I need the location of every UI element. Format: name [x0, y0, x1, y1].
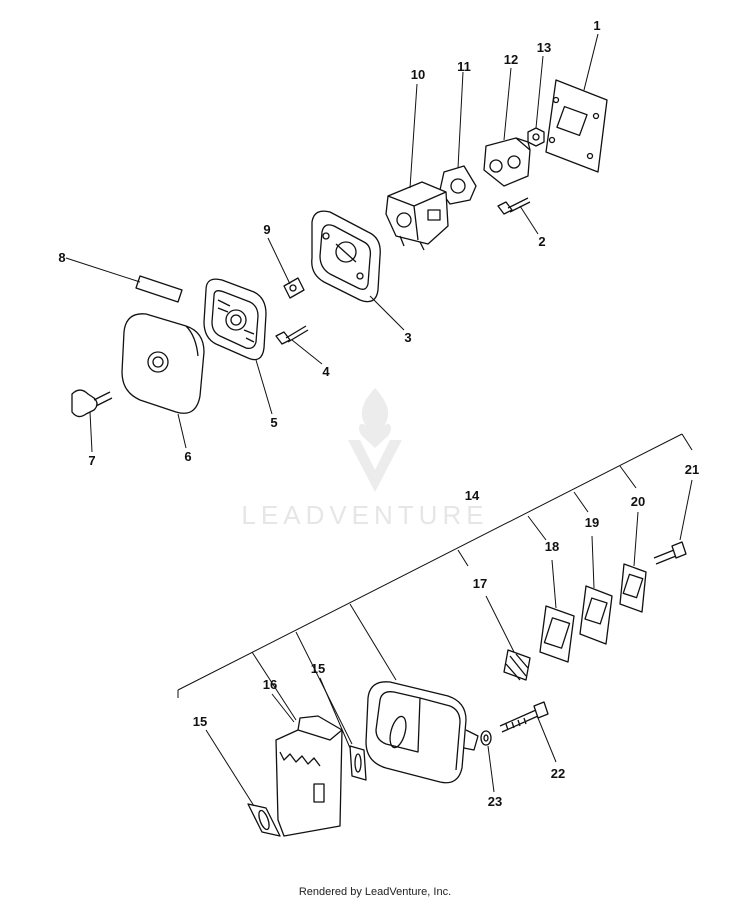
- part-10-carburetor[interactable]: [385, 181, 449, 251]
- callout-12: 12: [504, 52, 518, 67]
- watermark: LEADVENTURE: [241, 388, 488, 530]
- callout-1: 1: [593, 18, 600, 33]
- part-23-washer[interactable]: [480, 730, 492, 746]
- callout-9: 9: [263, 222, 270, 237]
- watermark-flame-icon: [359, 388, 391, 448]
- watermark-v-icon: [348, 440, 402, 492]
- callout-14: 14: [465, 488, 480, 503]
- callout-10: 10: [411, 67, 425, 82]
- callout-3: 3: [404, 330, 411, 345]
- part-17-screen[interactable]: [503, 649, 531, 681]
- callout-23: 23: [488, 794, 502, 809]
- part-19-plate[interactable]: [579, 585, 613, 645]
- callout-17: 17: [473, 576, 487, 591]
- callout-4: 4: [322, 364, 330, 379]
- callout-6: 6: [184, 449, 191, 464]
- callout-15-right: 15: [311, 661, 325, 676]
- part-15-gasket-right[interactable]: [349, 745, 367, 781]
- callout-5: 5: [270, 415, 277, 430]
- part-13-nut[interactable]: [527, 127, 545, 147]
- part-20-gasket[interactable]: [619, 563, 647, 613]
- part-16-heat-shield[interactable]: [275, 715, 343, 837]
- leader-lines-lower: [177, 433, 693, 807]
- callout-22: 22: [551, 766, 565, 781]
- footer-credit: Rendered by LeadVenture, Inc.: [298, 886, 452, 898]
- callout-21: 21: [685, 462, 699, 477]
- part-1-gasket[interactable]: [545, 79, 608, 173]
- part-15-gasket-left[interactable]: [247, 803, 281, 837]
- callout-18: 18: [545, 539, 559, 554]
- callout-20: 20: [631, 494, 645, 509]
- part-2-screw[interactable]: [497, 197, 531, 215]
- part-9-bracket[interactable]: [283, 277, 305, 299]
- callout-8: 8: [58, 250, 65, 265]
- part-21-bolt[interactable]: [653, 541, 687, 565]
- callout-7: 7: [88, 453, 95, 468]
- callout-11: 11: [457, 59, 471, 74]
- part-4-screw[interactable]: [275, 325, 309, 345]
- callout-2: 2: [538, 234, 545, 249]
- part-18-gasket[interactable]: [539, 605, 575, 663]
- part-5-filter-element[interactable]: [203, 278, 267, 361]
- part-8-label[interactable]: [135, 275, 183, 303]
- part-6-filter-cover[interactable]: [121, 313, 205, 414]
- part-3-filter-base[interactable]: [311, 210, 381, 303]
- watermark-text: LEADVENTURE: [241, 500, 488, 530]
- callout-16: 16: [263, 677, 277, 692]
- part-12-adapter[interactable]: [483, 137, 531, 187]
- callout-numbers: 1 2 3 4 5 6 7 8 9 10 11 12 13 14 15 15 1…: [58, 18, 699, 809]
- part-7-wing-nut[interactable]: [71, 389, 113, 418]
- part-22-bolt[interactable]: [499, 701, 549, 733]
- part-14-muffler[interactable]: [365, 681, 479, 784]
- callout-19: 19: [585, 515, 599, 530]
- callout-15-left: 15: [193, 714, 207, 729]
- callout-13: 13: [537, 40, 551, 55]
- leader-lines-upper: [65, 33, 599, 453]
